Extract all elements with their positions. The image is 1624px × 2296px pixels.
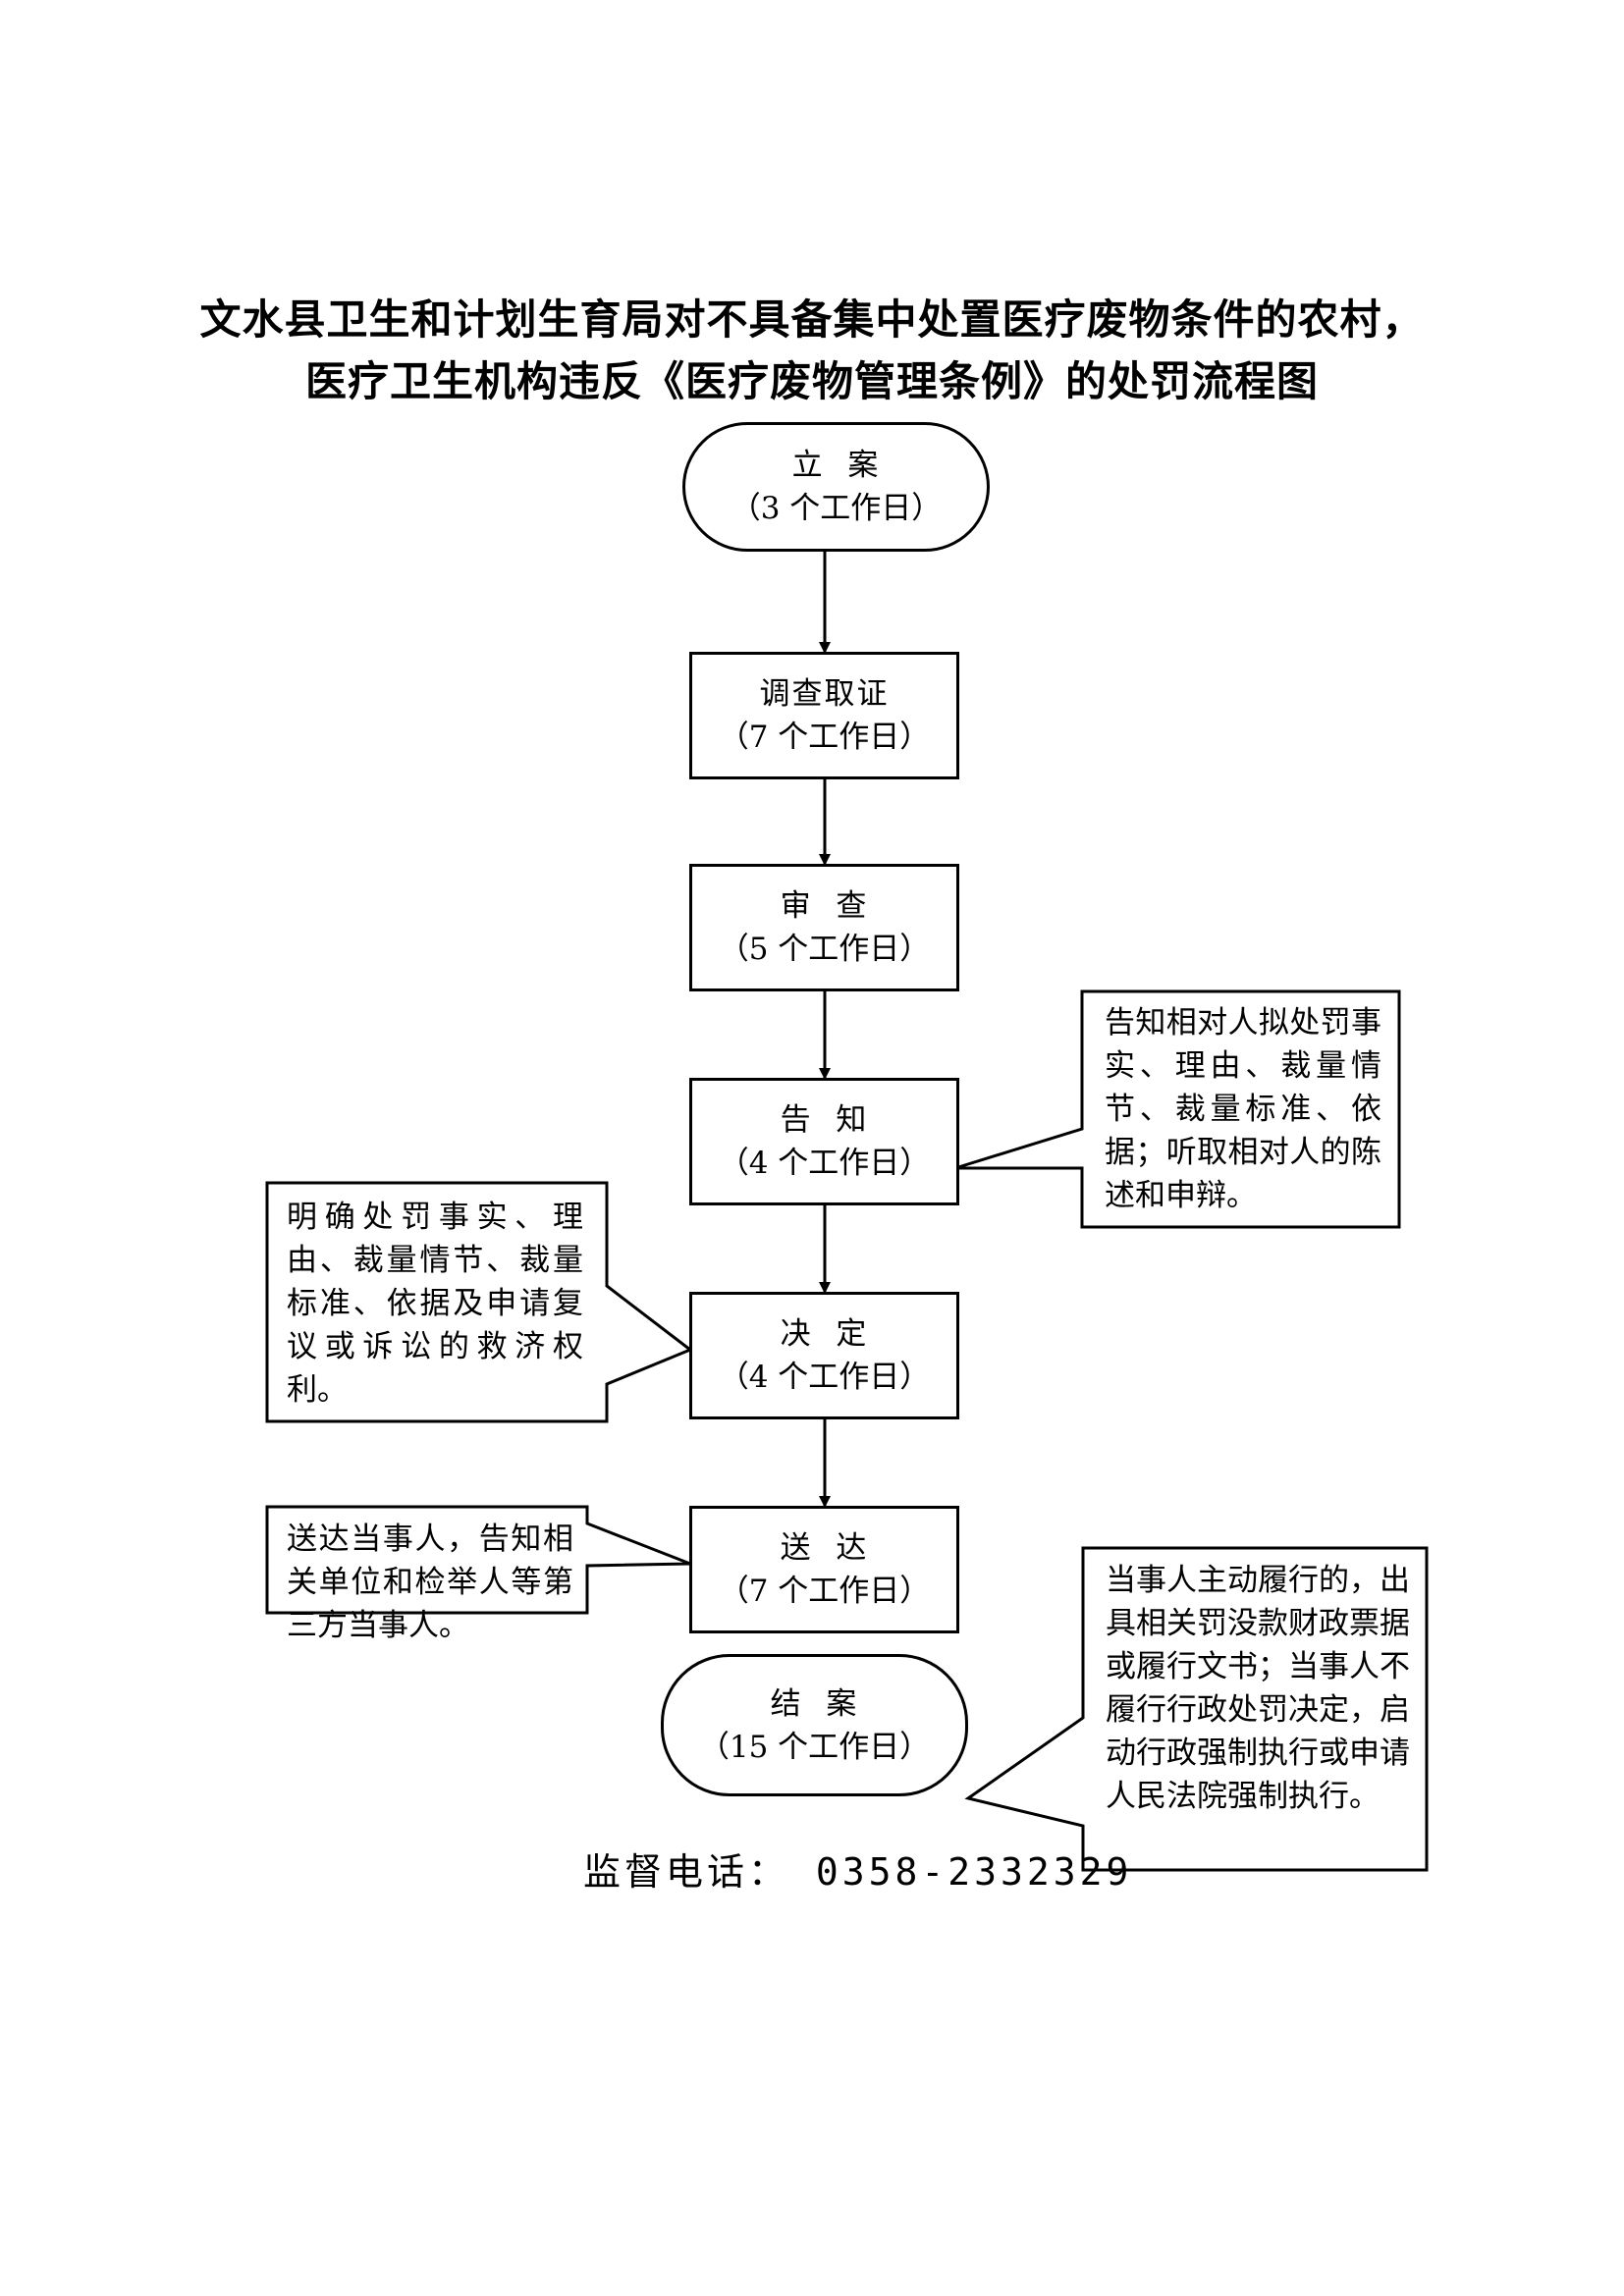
- step-investigate-name: 调查取证: [759, 676, 890, 712]
- step-file-case-duration: （3 个工作日）: [730, 491, 943, 526]
- supervision-phone: 监督电话： 0358-2332329: [583, 1850, 1133, 1894]
- step-decide-name: 决 定: [780, 1316, 869, 1352]
- step-deliver: 送 达 （7 个工作日）: [689, 1506, 959, 1633]
- step-investigate-duration: （7 个工作日）: [718, 720, 931, 755]
- note-close: 当事人主动履行的，出具相关罚没款财政票据或履行文书；当事人不履行行政处罚决定，启…: [1106, 1563, 1410, 1814]
- chart-title-line2: 医疗卫生机构违反《医疗废物管理条例》的处罚流程图: [304, 357, 1319, 405]
- chart-title-line1: 文水县卫生和计划生育局对不具备集中处置医疗废物条件的农村，: [199, 295, 1425, 344]
- step-close-case: 结 案 （15 个工作日）: [661, 1654, 968, 1796]
- callout-deliver: [265, 1505, 691, 1615]
- step-investigate: 调查取证 （7 个工作日）: [689, 652, 959, 779]
- step-deliver-name: 送 达: [780, 1530, 869, 1566]
- step-notify: 告 知 （4 个工作日）: [689, 1078, 959, 1205]
- step-decide: 决 定 （4 个工作日）: [689, 1292, 959, 1419]
- step-notify-duration: （4 个工作日）: [718, 1146, 931, 1181]
- step-close-case-name: 结 案: [770, 1685, 859, 1722]
- note-decide: 明确处罚事实、理由、裁量情节、裁量标准、依据及申请复议或诉讼的救济权利。: [287, 1200, 583, 1408]
- step-file-case-name: 立 案: [791, 448, 881, 483]
- callout-decide: [265, 1181, 693, 1423]
- callout-close: [964, 1546, 1429, 1872]
- note-notify: 告知相对人拟处罚事实、理由、裁量情节、裁量标准、依据；听取相对人的陈述和申辩。: [1105, 1005, 1381, 1213]
- callout-notify: [954, 989, 1401, 1229]
- step-deliver-duration: （7 个工作日）: [718, 1574, 931, 1609]
- note-deliver: 送达当事人，告知相关单位和检举人等第三方当事人。: [287, 1522, 573, 1643]
- step-decide-duration: （4 个工作日）: [718, 1360, 931, 1395]
- step-close-case-duration: （15 个工作日）: [698, 1729, 931, 1765]
- step-notify-name: 告 知: [780, 1102, 869, 1138]
- step-review-name: 审 查: [780, 888, 869, 924]
- step-file-case: 立 案 （3 个工作日）: [682, 422, 990, 552]
- step-review: 审 查 （5 个工作日）: [689, 864, 959, 991]
- step-review-duration: （5 个工作日）: [718, 932, 931, 967]
